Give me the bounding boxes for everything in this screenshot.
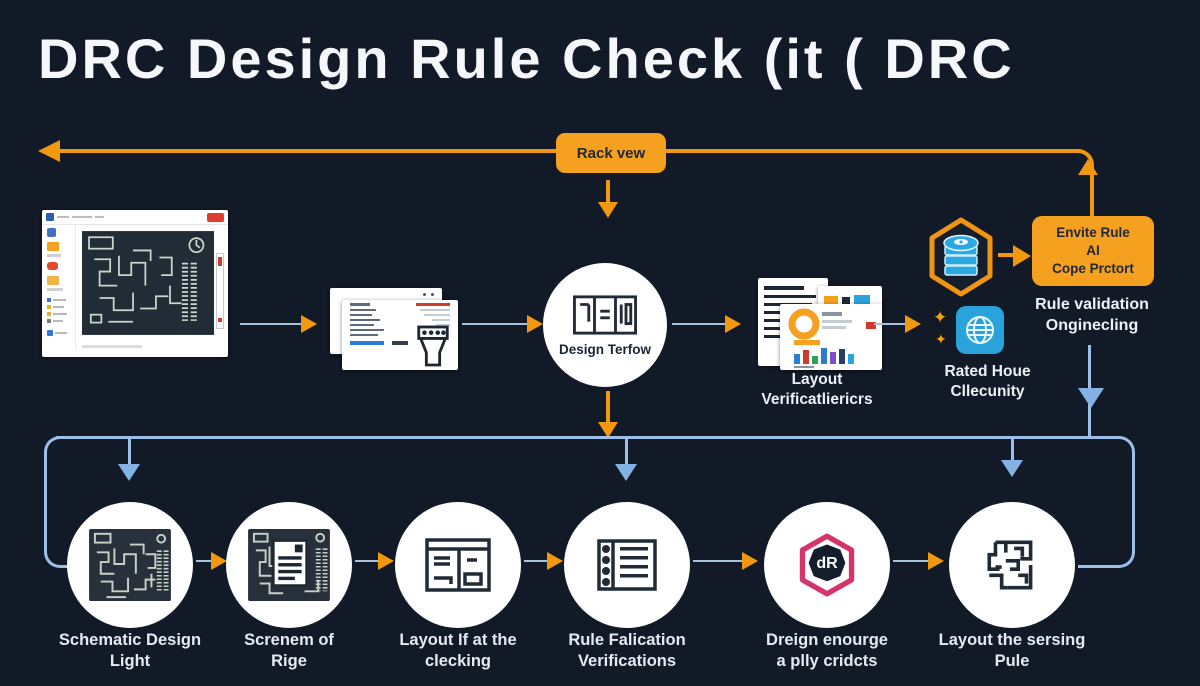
dashboard-graphic [788, 308, 876, 368]
step-screen-of-rige [226, 502, 352, 628]
page-title: DRC Design Rule Check (it ( DRC [38, 27, 1015, 90]
folder-icon [47, 228, 56, 237]
cad-canvas [76, 225, 228, 349]
pcb-board-icon [89, 528, 171, 602]
flow-arrow-icon [547, 552, 563, 570]
step-rule-verifications [564, 502, 690, 628]
badge-text: dR [816, 555, 838, 572]
drop-arrow-icon [615, 464, 637, 481]
funnel-icon [417, 325, 449, 367]
design-flow-circle: Design Terfow [543, 263, 667, 387]
rack-view-node: Rack vew [556, 133, 666, 173]
flow-arrow-icon [301, 315, 317, 333]
cad-window [42, 210, 228, 357]
globe-chip [956, 306, 1004, 354]
rack-view-down-line [606, 180, 610, 203]
layout-verification-label: Layout Verificatliericrs [761, 371, 873, 409]
drop-arrow-icon [118, 464, 140, 481]
globe-icon [966, 316, 994, 344]
flow-arrow-icon [928, 552, 944, 570]
floorplan-blocks-icon [573, 294, 637, 335]
feedback-arrow-up-icon [1078, 159, 1098, 175]
cad-window-sidebar [42, 225, 76, 349]
floorplan-icon [987, 540, 1033, 590]
step-schematic-design [67, 502, 193, 628]
flow-arrow-icon [378, 552, 394, 570]
validation-down-arrow-icon [1078, 388, 1104, 408]
rule-database-icon [929, 217, 993, 297]
flow-arrow-icon [742, 552, 758, 570]
drc-badge-icon: dR [799, 533, 855, 597]
flow-arrow-icon [211, 552, 227, 570]
file-icon [47, 276, 59, 285]
checklist-icon [597, 539, 657, 591]
file-icon [47, 262, 58, 270]
flow-arrow-icon [527, 315, 543, 333]
right-branch-connector [1078, 436, 1135, 568]
sparkle-icon: ✦ [933, 308, 948, 327]
flow-arrow-icon [905, 315, 921, 333]
rack-view-down-arrow-icon [598, 202, 618, 218]
close-button-icon[interactable] [207, 212, 224, 222]
step-design-checks: dR [764, 502, 890, 628]
orange-block [824, 296, 838, 306]
step-layout-rule [949, 502, 1075, 628]
rack-view-label: Rack vew [576, 144, 646, 162]
drop-arrow-icon [1001, 460, 1023, 477]
split-window-icon [425, 538, 491, 592]
rule-validation-caption: Rule validation Onginecling [1035, 296, 1149, 334]
db-to-rule-arrow-icon [1013, 245, 1031, 267]
file-icon [47, 242, 59, 251]
pcb-document-icon [248, 528, 330, 602]
spec-doc-front [342, 300, 458, 370]
flow-arrow-icon [725, 315, 741, 333]
app-icon [46, 213, 54, 221]
step-layout-checking [395, 502, 521, 628]
design-down-arrow-icon [598, 422, 618, 438]
design-flow-label: Design Terfow [558, 341, 651, 357]
rated-node-label: Rated Houe Cllecunity [944, 363, 1031, 401]
verif-dashboard-card [780, 304, 882, 370]
feedback-arrow-left-icon [38, 140, 60, 162]
pcb-layout-image [82, 231, 214, 335]
rule-engine-box: Envite Rule AI Cope Prctort [1032, 216, 1154, 286]
scrollbar[interactable] [216, 253, 224, 329]
left-branch-connector [44, 436, 71, 568]
sparkle-icon: ✦ [935, 331, 947, 347]
cad-window-titlebar [42, 210, 228, 225]
